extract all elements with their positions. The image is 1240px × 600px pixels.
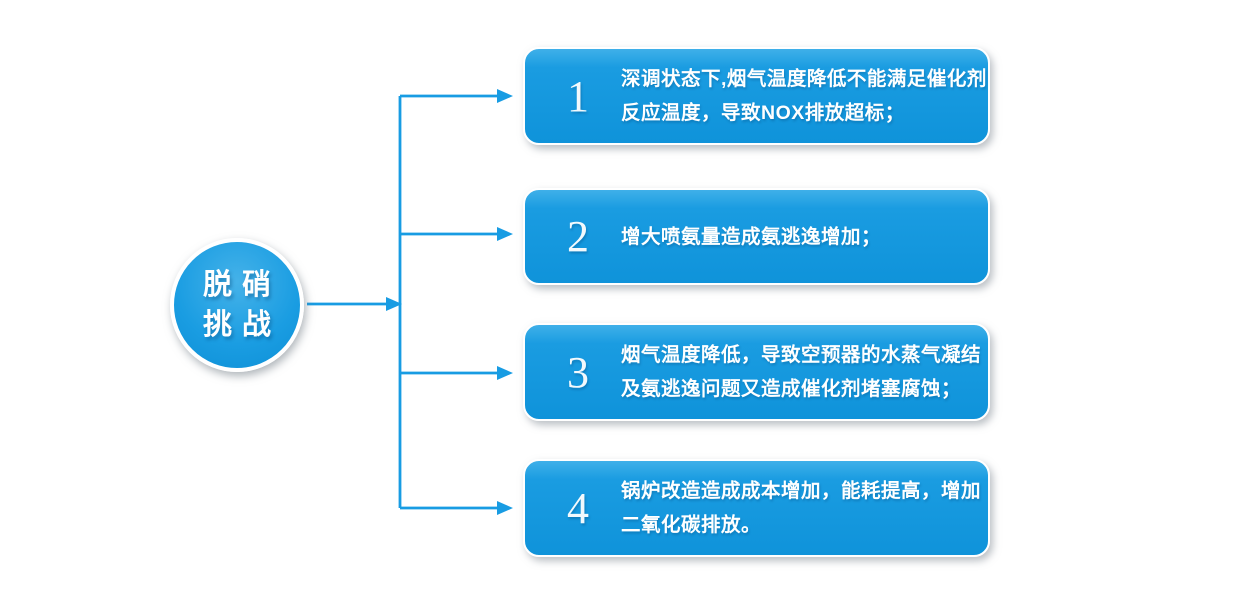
challenge-card-3: 3 烟气温度降低，导致空预器的水蒸气凝结 及氨逃逸问题又造成催化剂堵塞腐蚀； [523,323,990,421]
card-text-line: 锅炉改造造成成本增加，能耗提高，增加 [621,480,982,502]
card-text-line: 及氨逃逸问题又造成催化剂堵塞腐蚀； [621,378,962,400]
hub-circle: 脱硝 挑战 [170,238,304,372]
card-text-line: 烟气温度降低，导致空预器的水蒸气凝结 [621,344,982,366]
card-text-line: 深调状态下,烟气温度降低不能满足催化剂 [621,68,987,90]
card-text-1: 深调状态下,烟气温度降低不能满足催化剂 反应温度，导致NOX排放超标； [621,62,987,130]
card-number-4: 4 [567,483,589,533]
card-number-2: 2 [567,212,589,261]
challenge-card-1: 1 深调状态下,烟气温度降低不能满足催化剂 反应温度，导致NOX排放超标； [523,47,990,145]
branch-arrowhead-icon-3 [497,366,513,380]
card-text-line: 反应温度，导致NOX排放超标； [621,102,905,124]
challenge-card-2: 2 增大喷氨量造成氨逃逸增加； [523,188,990,285]
hub-label-line1: 脱硝 [202,269,281,301]
card-text-3: 烟气温度降低，导致空预器的水蒸气凝结 及氨逃逸问题又造成催化剂堵塞腐蚀； [621,338,981,406]
hub-arrowhead-icon [386,297,402,311]
card-text-4: 锅炉改造造成成本增加，能耗提高，增加 二氧化碳排放。 [621,474,981,542]
card-number-1: 1 [567,71,589,121]
branch-arrowhead-icon-4 [497,501,513,515]
branch-arrowhead-icon-2 [497,227,513,241]
hub-label-line2: 挑战 [202,309,281,341]
card-text-2: 增大喷氨量造成氨逃逸增加； [621,220,881,254]
card-number-3: 3 [567,347,589,397]
challenge-card-4: 4 锅炉改造造成成本增加，能耗提高，增加 二氧化碳排放。 [523,459,990,557]
branch-arrowhead-icon-1 [497,89,513,103]
card-text-line: 增大喷氨量造成氨逃逸增加； [621,225,882,248]
card-text-line: 二氧化碳排放。 [621,514,762,536]
